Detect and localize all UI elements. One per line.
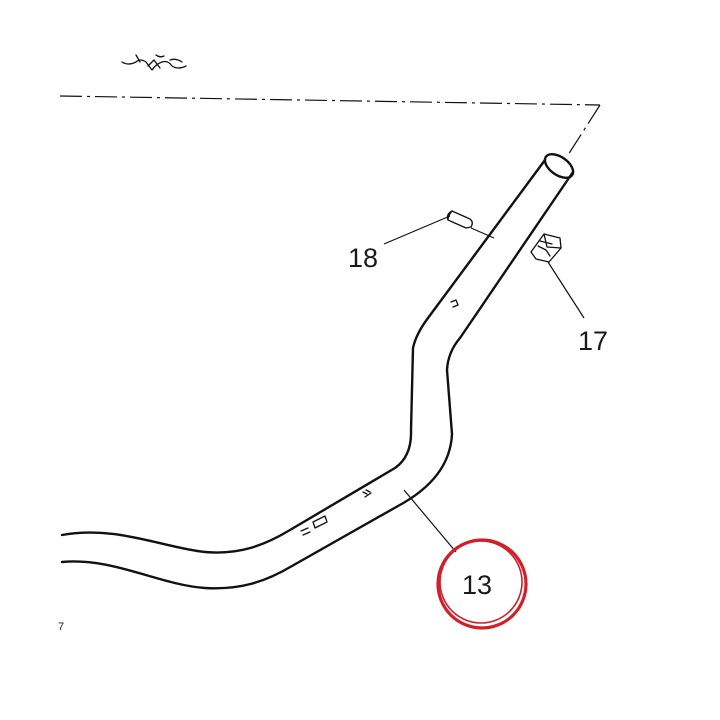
leader-line-13 bbox=[403, 489, 457, 553]
red-circle-highlight-icon bbox=[436, 538, 528, 630]
corner-mark: 7 bbox=[58, 621, 64, 633]
leader-line-18 bbox=[383, 215, 451, 245]
leader-line-17 bbox=[547, 261, 585, 319]
partial-component-fragment bbox=[121, 54, 187, 71]
callout-17: 17 bbox=[578, 326, 608, 356]
clip-part-icon bbox=[530, 233, 562, 263]
callout-13: 13 bbox=[462, 570, 492, 600]
pin-part-icon bbox=[446, 210, 495, 239]
center-line bbox=[59, 95, 601, 156]
handlebar-tube bbox=[60, 153, 575, 590]
callout-18: 18 bbox=[348, 243, 378, 273]
leader-lines bbox=[383, 215, 585, 553]
